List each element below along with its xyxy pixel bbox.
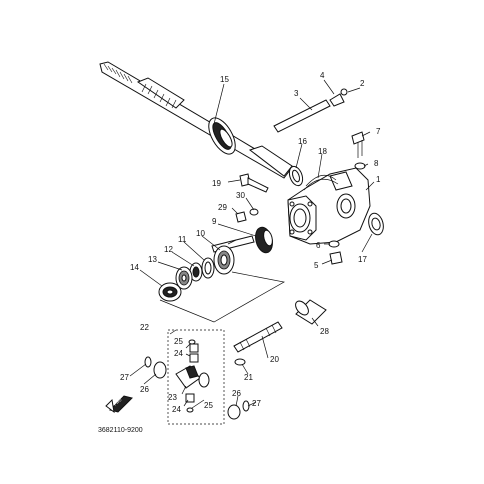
cover-26-right <box>227 400 250 420</box>
forward-arrow-badge: FWD <box>105 395 133 414</box>
oil-seal <box>288 165 304 187</box>
callout-labels: 1 2 3 4 5 6 7 8 9 10 11 12 13 14 15 16 1… <box>120 71 381 414</box>
callout-2: 2 <box>360 79 365 88</box>
coupling-sleeve <box>295 299 327 325</box>
side-oil-seal <box>368 212 384 236</box>
callout-4: 4 <box>320 71 325 80</box>
callout-28: 28 <box>320 327 329 336</box>
callout-8: 8 <box>374 159 379 168</box>
callout-7: 7 <box>376 127 381 136</box>
gear-case-housing <box>287 167 371 245</box>
callout-22: 22 <box>140 323 149 332</box>
callout-25a: 25 <box>174 337 183 346</box>
callout-27b: 27 <box>252 399 261 408</box>
callout-5: 5 <box>314 261 319 270</box>
bolt-19 <box>239 173 269 193</box>
callout-30: 30 <box>236 191 245 200</box>
bearing-13 <box>175 266 193 290</box>
bearing-10 <box>213 245 235 275</box>
bearing-12 <box>189 262 203 282</box>
leader-lines <box>129 79 375 409</box>
callout-19: 19 <box>212 179 221 188</box>
level-bolt <box>351 131 366 170</box>
retainer-nut <box>158 282 182 302</box>
shim-11 <box>201 257 215 279</box>
callout-23: 23 <box>168 393 177 402</box>
breather-hose <box>273 88 348 133</box>
callout-15: 15 <box>220 75 229 84</box>
callout-17: 17 <box>358 255 367 264</box>
universal-joint-group <box>167 329 225 425</box>
callout-1: 1 <box>376 175 381 184</box>
propeller-shaft <box>233 321 283 353</box>
bolt-29 <box>235 208 259 223</box>
callout-24b: 24 <box>172 405 181 414</box>
callout-14: 14 <box>130 263 139 272</box>
callout-29: 29 <box>218 203 227 212</box>
callout-21: 21 <box>244 373 253 382</box>
callout-10: 10 <box>196 229 205 238</box>
callout-26a: 26 <box>140 385 149 394</box>
circlip-21 <box>234 358 246 366</box>
drain-plug <box>328 240 343 265</box>
callout-9: 9 <box>212 217 217 226</box>
callout-24a: 24 <box>174 349 183 358</box>
callout-25b: 25 <box>204 401 213 410</box>
callout-11: 11 <box>178 235 187 244</box>
callout-16: 16 <box>298 137 307 146</box>
callout-3: 3 <box>294 89 299 98</box>
callout-6: 6 <box>316 241 321 250</box>
callout-12: 12 <box>164 245 173 254</box>
callout-20: 20 <box>270 355 279 364</box>
cover-26-left <box>144 356 167 379</box>
drive-shaft <box>99 61 293 179</box>
callout-26b: 26 <box>232 389 241 398</box>
callout-27a: 27 <box>120 373 129 382</box>
reference-lines <box>159 239 285 323</box>
diagram-code: 3682110-9200 <box>98 427 143 434</box>
forward-arrow-text: FWD <box>112 397 122 407</box>
callout-18: 18 <box>318 147 327 156</box>
callout-13: 13 <box>148 255 157 264</box>
